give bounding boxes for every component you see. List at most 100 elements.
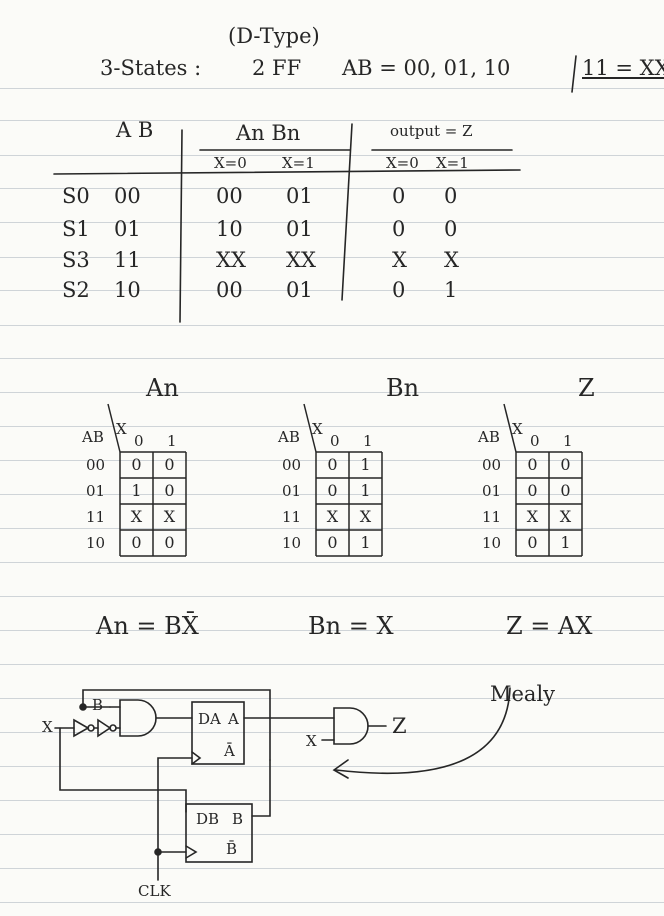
col-output-header: output = Z [390,122,473,140]
mealy-note: Mealy [490,682,556,706]
col-next-header: An Bn [236,121,301,145]
kmap-row-label: 10 [282,534,302,552]
table-divider-right [341,123,353,301]
kmap-cell: 0 [327,481,338,500]
flipflop-type-note: (D-Type) [228,24,320,48]
kmap-cell: 0 [164,481,175,500]
ruled-line [0,392,664,393]
ffb-d-label: DB [196,810,220,828]
equation-z: Z = AX [506,612,593,640]
ruled-line [0,257,664,258]
out-sub-x0: X=0 [386,154,419,172]
kmap-cell: X [526,507,539,526]
kmap-cell: 0 [131,455,142,474]
table-cell-ab: 10 [114,278,141,302]
kmap-cell: 0 [527,533,538,552]
kmap-cell: 0 [164,455,175,474]
kmap-col-header: X [116,420,127,438]
kmap-row-label: 00 [282,456,302,474]
ruled-line [0,528,664,529]
ruled-line [0,902,664,903]
kmap-row-label: 01 [282,482,302,500]
kmap-cell: X [130,507,143,526]
ruled-line [0,868,664,869]
wire-clk-b [157,851,187,881]
ruled-line [0,800,664,801]
kmap-row-label: 11 [86,508,106,526]
next-sub-x1: X=1 [282,154,315,172]
kmap-cell: 1 [360,455,371,474]
ruled-line [0,460,664,461]
ruled-line [0,664,664,665]
kmap-title-an: An [146,374,179,402]
table-cell-ab: 01 [114,217,141,241]
kmap-cell: 1 [560,533,571,552]
ruled-line [0,155,664,156]
kmap-col-label: 0 [330,432,340,450]
kmap-cell: X [163,507,176,526]
kmap-cell: X [559,507,572,526]
table-cell-state: S0 [62,184,90,208]
kmap-col-header: X [512,420,523,438]
kmap-cell: 1 [131,481,142,500]
dontcare-encoding: 11 = XX [582,56,664,80]
table-cell-next-x0: 00 [216,278,243,302]
ffb-clock [185,845,198,859]
ruled-line [0,630,664,631]
table-cell-z-x0: X [392,248,407,272]
input-b-label: B [92,696,104,714]
ruled-line [0,358,664,359]
kmap-row-label: 10 [482,534,502,552]
header-divider [571,55,577,93]
ruled-line [0,766,664,767]
kmap-row-label: 01 [482,482,502,500]
out-sub-x1: X=1 [436,154,469,172]
kmap-col-label: 1 [167,432,177,450]
ruled-line [0,290,664,291]
clock-label: CLK [138,882,171,900]
table-cell-next-x1: XX [286,248,316,272]
kmap-col-label: 0 [530,432,540,450]
kmap-col-header: X [312,420,323,438]
next-sub-x0: X=0 [214,154,247,172]
ruled-line [0,222,664,223]
table-cell-z-x0: 0 [392,217,406,241]
flipflop-count: 2 FF [252,56,302,80]
state-encoding: AB = 00, 01, 10 [342,56,511,80]
ffa-clock [191,751,202,765]
ruled-line [0,562,664,563]
inverter-2 [97,718,112,738]
output-z-label: Z [392,714,407,738]
table-cell-state: S2 [62,278,90,302]
wire-b-loop [82,689,271,761]
kmap-cell: 0 [560,455,571,474]
inverter-1 [73,718,90,738]
mealy-arrow [335,687,511,775]
kmap-cell: X [359,507,372,526]
col-ab-header: A B [116,118,154,142]
table-cell-next-x0: XX [216,248,246,272]
kmap-row-label: 10 [86,534,106,552]
kmap-cell: 1 [360,533,371,552]
kmap-cell: 0 [327,455,338,474]
kmap-cell: 0 [131,533,142,552]
kmap-row-label: 00 [86,456,106,474]
kmap-title-bn: Bn [386,374,420,402]
wire-clk-a [157,757,193,853]
and2-x-label: X [306,732,317,750]
ruled-line [0,698,664,699]
kmap-title-z: Z [578,374,595,402]
table-cell-state: S3 [62,248,90,272]
table-cell-state: S1 [62,217,90,241]
kmap-row-label: 11 [482,508,502,526]
table-cell-z-x0: 0 [392,278,406,302]
kmap-cell: X [326,507,339,526]
table-cell-ab: 11 [114,248,141,272]
ruled-line [0,325,664,326]
kmap-row-header: AB [478,428,500,446]
ffa-q-label: A [228,710,239,728]
ruled-line [0,834,664,835]
